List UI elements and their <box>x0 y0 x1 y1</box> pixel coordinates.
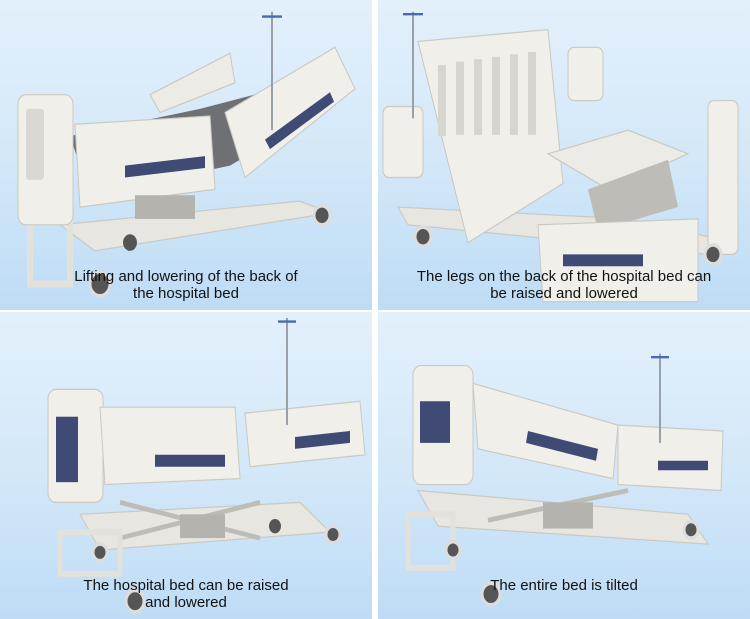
bed-photo-back-lifting <box>0 0 372 310</box>
panel-height-adjust: The hospital bed can be raised and lower… <box>0 312 372 619</box>
caption-line: be raised and lowered <box>490 285 638 302</box>
bed-photo-tilt <box>378 312 750 619</box>
panel-leg-section: The legs on the back of the hospital bed… <box>378 0 750 310</box>
caption: The hospital bed can be raised and lower… <box>0 577 372 611</box>
caption-line: The legs on the back of the hospital bed… <box>416 268 712 285</box>
caption: The entire bed is tilted <box>378 577 750 594</box>
bed-photo-height-adjust <box>0 312 372 619</box>
caption-line: the hospital bed <box>133 285 239 302</box>
caption-line: The hospital bed can be raised <box>83 577 289 594</box>
panel-tilt: The entire bed is tilted <box>378 312 750 619</box>
caption-line: and lowered <box>145 594 227 611</box>
panel-back-lifting: Lifting and lowering of the back of the … <box>0 0 372 310</box>
caption-line: Lifting and lowering of the back of <box>74 268 298 285</box>
caption: Lifting and lowering of the back of the … <box>0 268 372 302</box>
caption: The legs on the back of the hospital bed… <box>378 268 750 302</box>
caption-line: The entire bed is tilted <box>490 577 638 594</box>
bed-photo-leg-section <box>378 0 750 310</box>
